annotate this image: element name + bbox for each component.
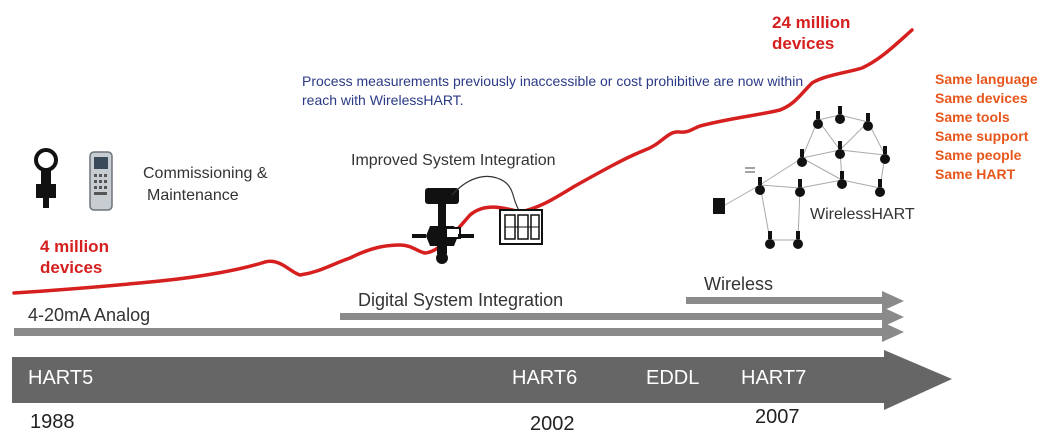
end-devices-label: 24 million devices — [772, 12, 850, 54]
commissioning-line1: Commissioning & — [143, 165, 268, 182]
gateway-marker-icon — [745, 167, 755, 173]
control-valve-icon — [412, 175, 521, 264]
hart5-label: HART5 — [28, 367, 94, 389]
list-item: Same people — [935, 147, 1022, 163]
end-devices-line2: devices — [772, 34, 835, 53]
start-devices-line1: 4 million — [40, 237, 109, 256]
list-item: Same tools — [935, 109, 1010, 125]
digital-track-arrow — [340, 307, 904, 327]
list-item: Same devices — [935, 90, 1028, 106]
control-system-monitor-icon — [499, 209, 543, 245]
wirelesshart-label: WirelessHART — [810, 206, 915, 223]
list-item: Same language — [935, 71, 1038, 87]
wireless-track-label: Wireless — [704, 274, 774, 294]
timeline-arrow — [12, 350, 952, 410]
start-devices-line2: devices — [40, 258, 103, 277]
commissioning-label: Commissioning & Maintenance — [143, 163, 267, 207]
wireless-track-arrow — [686, 291, 904, 311]
end-devices-line1: 24 million — [772, 13, 851, 32]
hart6-label: HART6 — [512, 367, 578, 389]
list-item: Same support — [935, 128, 1029, 144]
analog-track-arrow — [14, 322, 904, 342]
wireless-device-nodes — [713, 106, 890, 249]
year-1988: 1988 — [30, 411, 75, 433]
year-2002: 2002 — [530, 413, 575, 435]
improved-integration-label: Improved System Integration — [351, 152, 556, 169]
pressure-transmitter-icon — [34, 148, 58, 208]
start-devices-label: 4 million devices — [40, 236, 109, 278]
handheld-communicator-icon — [89, 151, 113, 211]
digital-track-label: Digital System Integration — [358, 290, 564, 310]
same-benefits-list: Same language Same devices Same tools Sa… — [935, 70, 1038, 184]
hart7-label: HART7 — [741, 367, 807, 389]
eddl-label: EDDL — [646, 367, 700, 389]
list-item: Same HART — [935, 166, 1016, 182]
analog-track-label: 4-20mA Analog — [28, 305, 151, 325]
commissioning-line2: Maintenance — [147, 187, 239, 204]
year-2007: 2007 — [755, 406, 800, 428]
wirelesshart-note: Process measurements previously inaccess… — [302, 73, 804, 108]
